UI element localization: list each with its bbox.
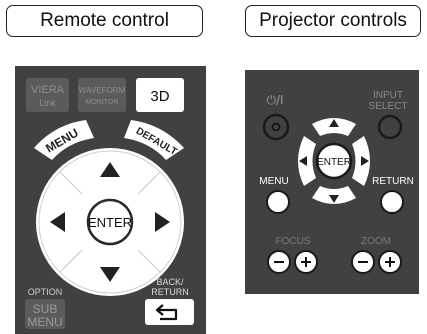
focus-label: FOCUS <box>276 236 311 247</box>
projector-menu-label: MENU <box>259 176 288 187</box>
projector-down-button[interactable] <box>312 186 356 204</box>
viera-label: VIERA <box>31 84 65 96</box>
waveform-label: WAVEFORM <box>79 86 126 95</box>
projector-enter-label: ENTER <box>317 157 351 168</box>
up-arrow-icon[interactable] <box>100 162 120 177</box>
back-label: BACK/ <box>156 277 184 287</box>
projector-controls-header: Projector controls <box>245 5 421 37</box>
focus-plus-button[interactable] <box>294 250 318 274</box>
monitor-label: MONITOR <box>86 99 119 106</box>
down-arrow-icon <box>329 195 339 203</box>
projector-panel: ⏻/I INPUT SELECT <box>245 70 419 294</box>
projector-return-label: RETURN <box>372 176 414 187</box>
back-return-button[interactable] <box>145 299 194 325</box>
up-arrow-icon <box>329 119 339 127</box>
power-button[interactable] <box>262 113 290 141</box>
waveform-monitor-button[interactable]: WAVEFORM MONITOR <box>78 78 126 112</box>
3d-button[interactable]: 3D <box>136 78 184 112</box>
input-select-button[interactable] <box>377 114 403 140</box>
sub-label: SUB <box>33 302 58 316</box>
projector-up-button[interactable] <box>312 118 356 136</box>
focus-minus-button[interactable] <box>267 250 291 274</box>
remote-enter-button[interactable]: ENTER <box>86 198 134 246</box>
return-label: RETURN <box>151 287 189 297</box>
option-label: OPTION <box>28 287 63 297</box>
zoom-plus-button[interactable] <box>378 250 402 274</box>
remote-control-panel: VIERA Link WAVEFORM MONITOR 3D MENU DEFA… <box>15 66 206 334</box>
zoom-label: ZOOM <box>361 236 391 247</box>
viera-link-button[interactable]: VIERA Link <box>26 78 69 112</box>
left-arrow-icon <box>299 156 307 166</box>
3d-label: 3D <box>150 88 169 105</box>
sub-menu-button[interactable]: SUB MENU <box>25 299 65 329</box>
remote-dpad: ENTER <box>36 148 184 296</box>
left-arrow-icon[interactable] <box>50 212 65 232</box>
return-arrow-icon <box>155 304 178 321</box>
projector-menu-button[interactable] <box>266 190 290 214</box>
zoom-minus-button[interactable] <box>351 250 375 274</box>
right-arrow-icon[interactable] <box>155 212 170 232</box>
projector-right-button[interactable] <box>352 136 370 186</box>
remote-control-header: Remote control <box>6 5 203 37</box>
projector-return-button[interactable] <box>380 190 404 214</box>
right-arrow-icon <box>361 156 369 166</box>
enter-label: ENTER <box>88 215 132 230</box>
power-label: ⏻/I <box>266 93 283 107</box>
down-arrow-icon[interactable] <box>100 267 120 282</box>
projector-enter-button[interactable]: ENTER <box>315 142 353 180</box>
input-label: INPUT <box>373 90 403 101</box>
projector-left-button[interactable] <box>298 136 316 186</box>
select-label: SELECT <box>369 101 408 112</box>
menu2-label: MENU <box>27 315 62 329</box>
link-label: Link <box>39 98 56 108</box>
